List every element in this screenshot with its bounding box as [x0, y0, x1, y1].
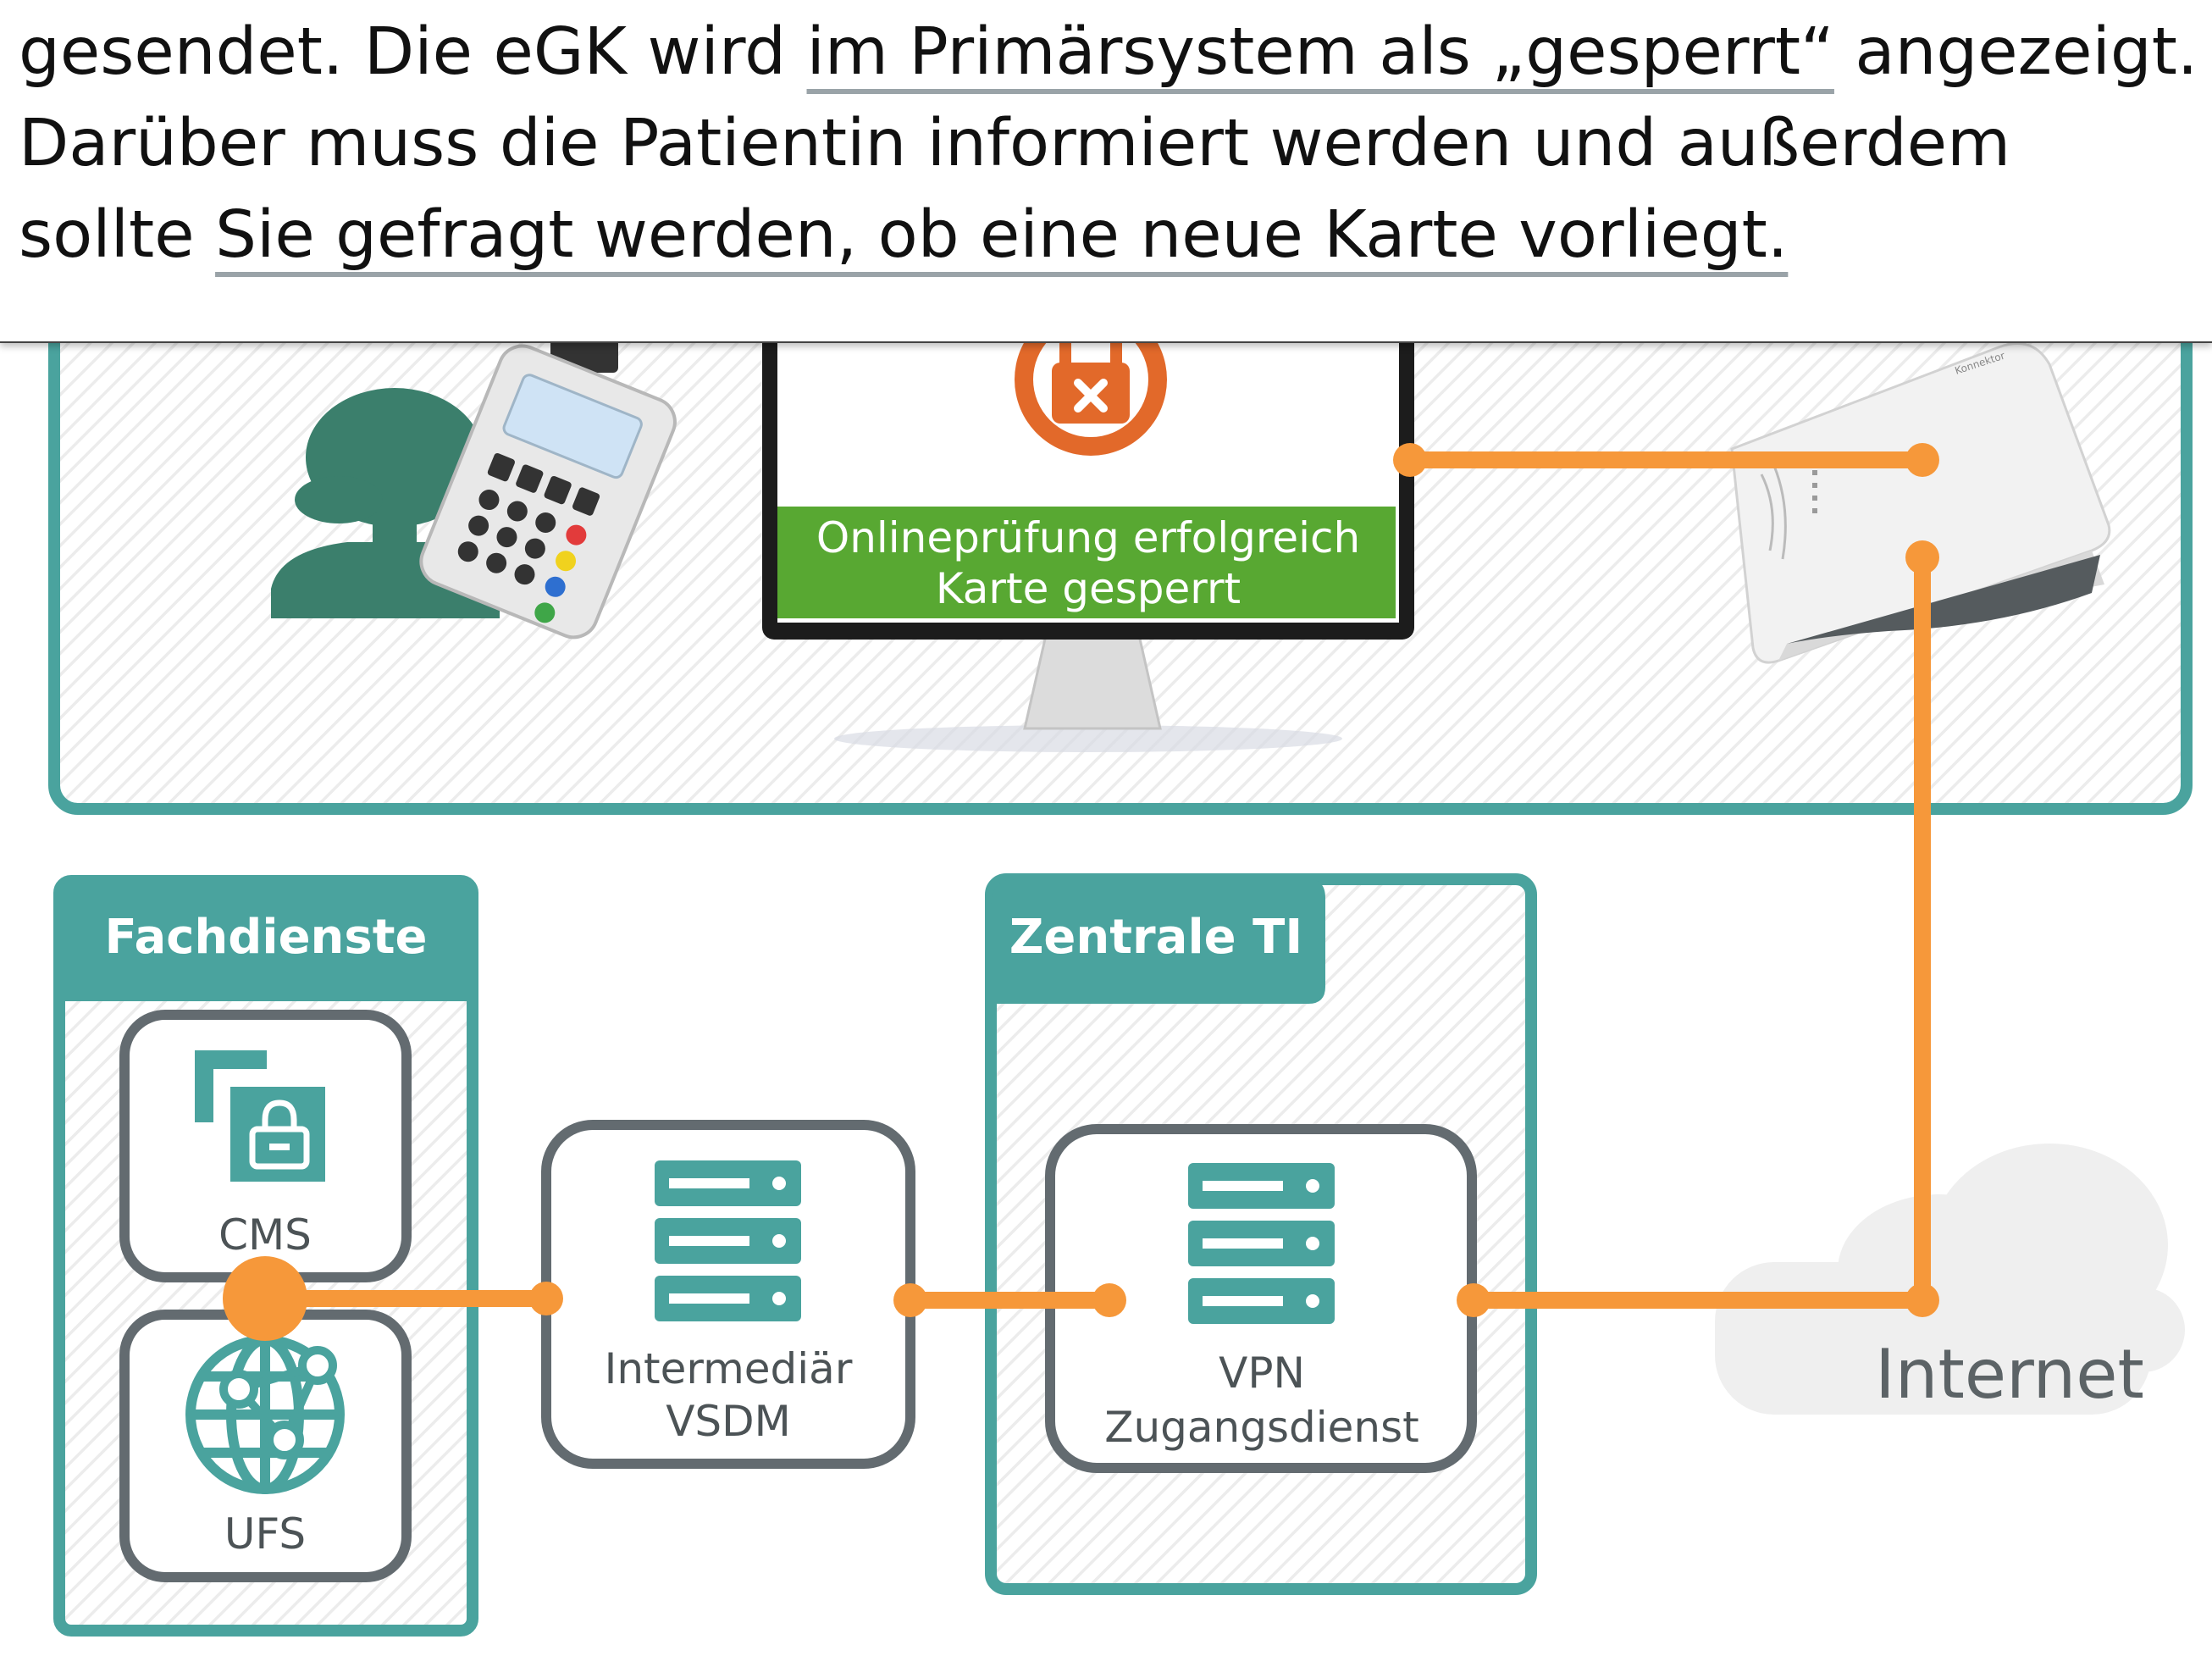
- caption-text-block: gesendet. Die eGK wird im Primärsystem a…: [0, 0, 2212, 343]
- cms-label: CMS: [218, 1210, 312, 1260]
- caption-line-1: gesendet. Die eGK wird im Primärsystem a…: [19, 7, 2198, 98]
- caption-underlined-question: Sie gefragt werden, ob eine neue Karte v…: [215, 197, 1789, 273]
- connection-lines: [257, 451, 1931, 1309]
- connection-nodes: [223, 443, 1939, 1341]
- network-nodes: [219, 1346, 337, 1459]
- monitor-status-line1: Onlineprüfung erfolgreich: [816, 513, 1360, 562]
- intermediaer-label-line1: Intermediär: [605, 1344, 853, 1393]
- caption-underlined-primaersystem: im Primärsystem als „gesperrt“: [806, 14, 1834, 90]
- caption-line3-start: sollte: [19, 197, 216, 273]
- intermediaer-label-line2: VSDM: [666, 1397, 791, 1446]
- caption-line1-end: angezeigt.: [1833, 14, 2198, 90]
- ufs-label: UFS: [224, 1509, 306, 1559]
- zentrale-ti-title: Zentrale TI: [1009, 910, 1302, 965]
- server-icon: [1188, 1163, 1335, 1324]
- caption-line1-start: gesendet. Die eGK wird: [19, 14, 807, 90]
- fachdienste-title: Fachdienste: [104, 910, 427, 965]
- caption-line-2: Darüber muss die Patientin informiert we…: [19, 106, 2011, 181]
- server-icon: [655, 1160, 801, 1321]
- monitor-status-line2: Karte gesperrt: [936, 564, 1241, 613]
- internet-label: Internet: [1875, 1335, 2144, 1414]
- card-terminal-icon: [419, 339, 677, 640]
- caption-line-3: sollte Sie gefragt werden, ob eine neue …: [19, 190, 2192, 281]
- vpn-label-line2: Zugangsdienst: [1104, 1403, 1419, 1452]
- folder-lock-icon: [195, 1050, 325, 1182]
- vpn-label-line1: VPN: [1219, 1349, 1305, 1398]
- connector-device-icon: [1730, 342, 2111, 664]
